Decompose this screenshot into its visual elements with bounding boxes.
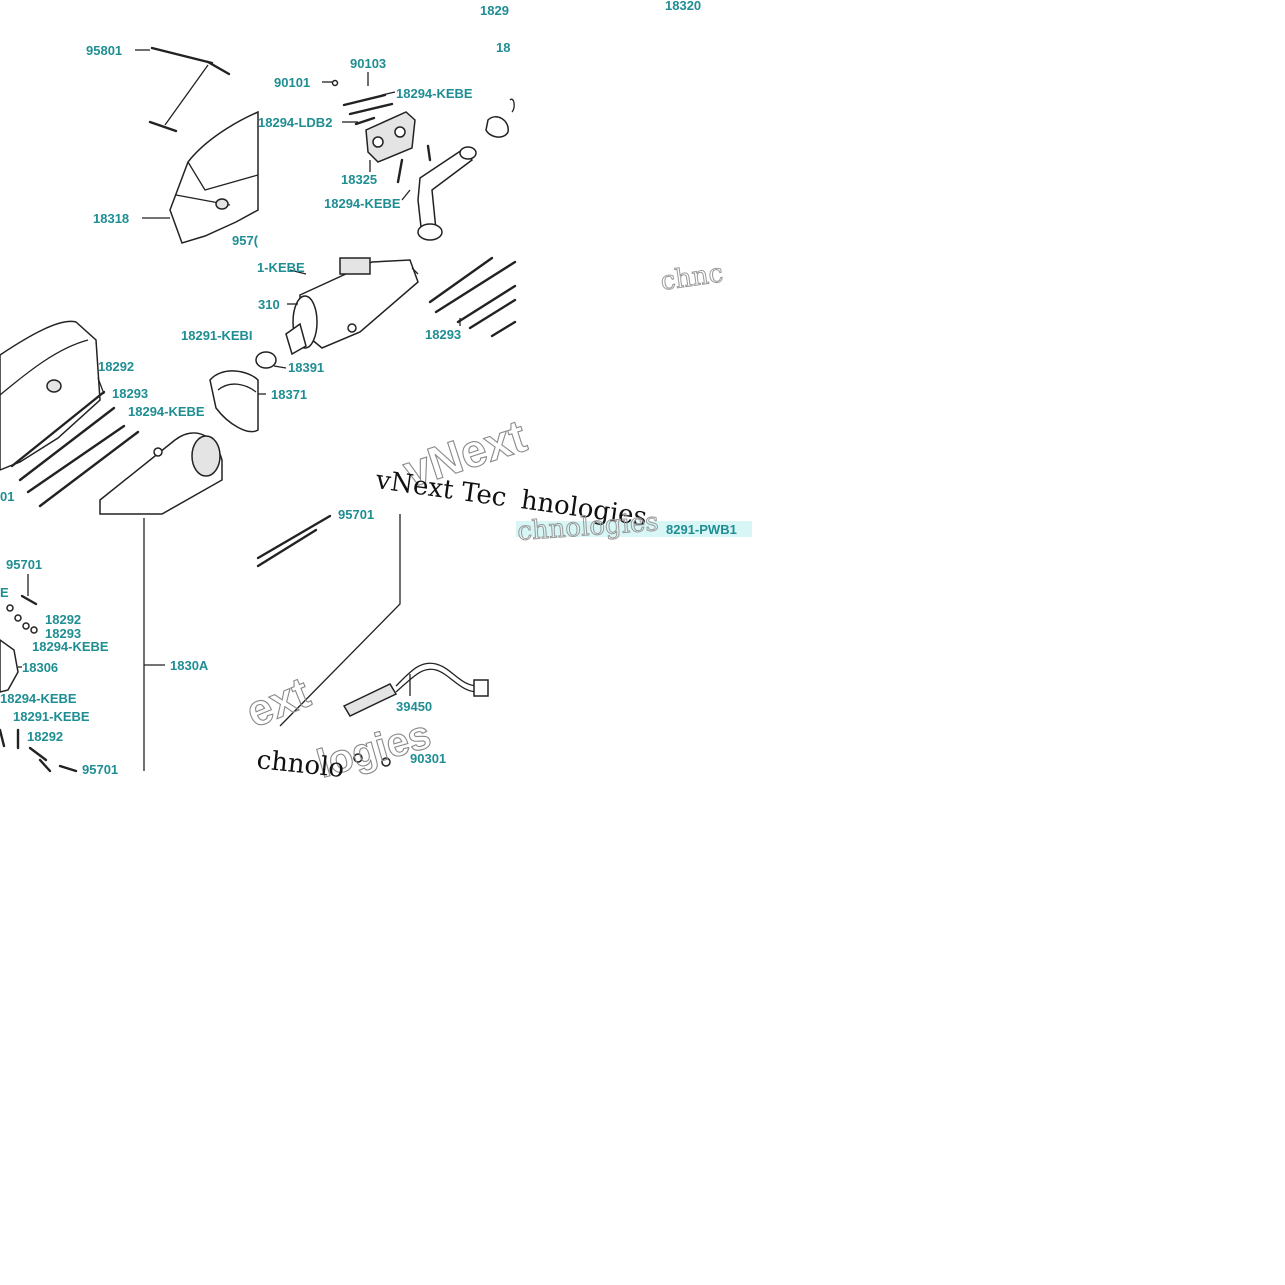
exhaust-pipe — [417, 149, 474, 238]
pipe-section-18306 — [0, 639, 19, 693]
label-90103: 90103 — [350, 56, 386, 71]
label-e: E — [0, 585, 9, 600]
tile-heat-shield — [135, 46, 259, 244]
label-18291-top: 1829 — [480, 3, 509, 18]
watermark-ext-outline: ext — [239, 668, 317, 737]
label-18291-pwb1: 8291-PWB1 — [666, 522, 737, 537]
label-95701-a: 95701 — [338, 507, 374, 522]
bolt-95801-a — [150, 46, 214, 65]
label-18291-kebe-b: 18291-KEBE — [13, 709, 90, 724]
label-95801: 95801 — [86, 43, 122, 58]
watermark-ghost-top: chnc — [659, 259, 725, 297]
label-1-kebe: 1-KEBE — [257, 260, 305, 275]
label-18294-kebe-b: 18294-KEBE — [324, 196, 401, 211]
bolt-95801-c — [148, 120, 178, 133]
tile-assembly-left — [0, 518, 165, 773]
label-18292-a: 18292 — [98, 359, 134, 374]
label-957: 957( — [232, 233, 259, 248]
label-95701-b: 95701 — [6, 557, 42, 572]
label-18293-a: 18293 — [425, 327, 461, 342]
label-18-top: 18 — [496, 40, 510, 55]
nut-90301 — [353, 753, 363, 763]
label-18294-kebe-c: 18294-KEBE — [128, 404, 205, 419]
label-90101: 90101 — [274, 75, 310, 90]
label-18291-kebe-a: 18291-KEBI — [181, 328, 253, 343]
label-18293-c: 18293 — [45, 626, 81, 641]
label-1830a: 1830A — [170, 658, 209, 673]
label-18292-b: 18292 — [45, 612, 81, 627]
label-18294-ldb2: 18294-LDB2 — [258, 115, 332, 130]
label-18306: 18306 — [22, 660, 58, 675]
part-labels: 1829 18320 18 95801 90103 90101 18294-KE… — [0, 0, 737, 777]
label-310: 310 — [258, 297, 280, 312]
label-01: 01 — [0, 489, 14, 504]
tile-o2-sensor — [256, 514, 489, 767]
end-cap-18371 — [209, 370, 259, 433]
collar-18391 — [255, 351, 277, 369]
bolt-95801-b — [206, 60, 231, 76]
label-18294-kebe-e: 18294-KEBE — [0, 691, 77, 706]
tile-pwb1 — [516, 521, 752, 537]
label-18294-kebe-a: 18294-KEBE — [396, 86, 473, 101]
label-95701-c: 95701 — [82, 762, 118, 777]
label-90301: 90301 — [410, 751, 446, 766]
oxygen-sensor-39450 — [342, 683, 398, 717]
catalyst-bracket — [339, 257, 371, 275]
label-18391: 18391 — [288, 360, 324, 375]
label-18318: 18318 — [93, 211, 129, 226]
label-18293-b: 18293 — [112, 386, 148, 401]
pipe-clamp — [485, 116, 509, 138]
tile-catalyst — [209, 256, 517, 433]
tile-muffler-cover — [0, 320, 223, 515]
label-18294-kebe-d: 18294-KEBE — [32, 639, 109, 654]
label-18371: 18371 — [271, 387, 307, 402]
label-39450: 39450 — [396, 699, 432, 714]
muffler-cover — [0, 320, 101, 471]
label-18320: 18320 — [665, 0, 701, 13]
label-18325: 18325 — [341, 172, 377, 187]
tile-front-pipe — [322, 72, 515, 241]
label-18292-c: 18292 — [27, 729, 63, 744]
sensor-connector — [473, 679, 489, 697]
heat-shield-18318 — [169, 110, 259, 244]
label-highlight — [516, 521, 752, 537]
shield-hole — [215, 198, 229, 210]
gasket-18325 — [365, 111, 416, 163]
